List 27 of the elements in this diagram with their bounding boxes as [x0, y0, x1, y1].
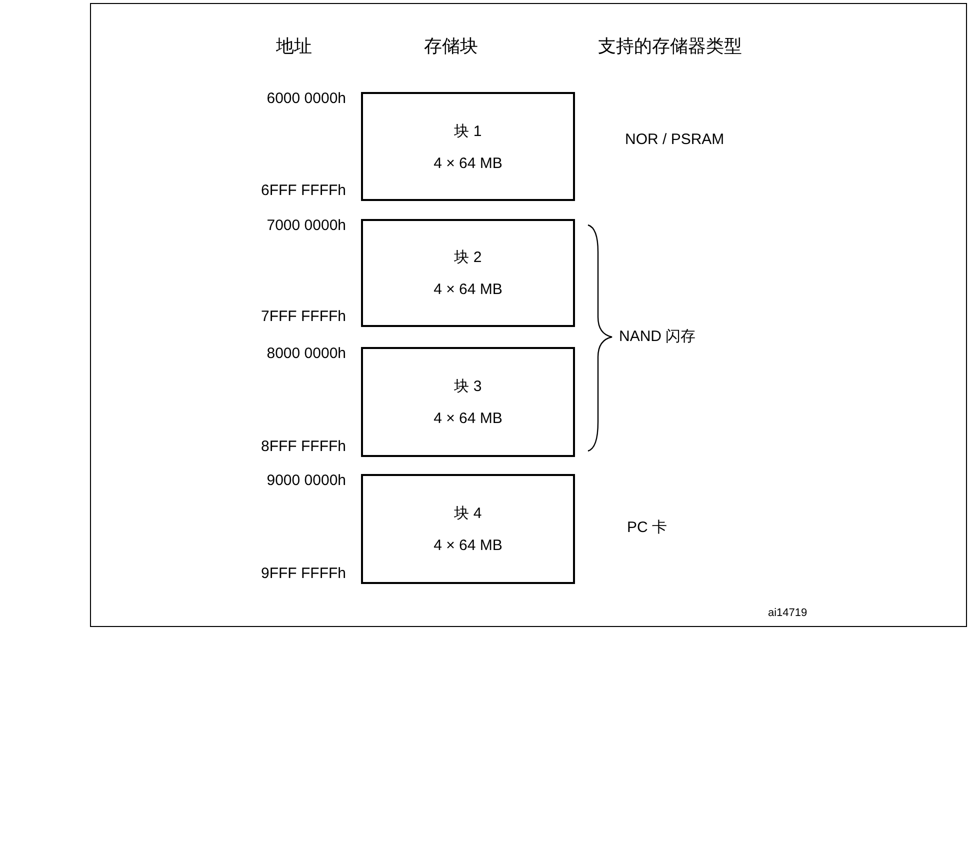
bank-size: 4 × 64 MB: [434, 537, 502, 554]
column-header: 支持的存储器类型: [598, 35, 742, 58]
bank-size: 4 × 64 MB: [434, 154, 502, 172]
start-address: 8000 0000h: [266, 345, 346, 362]
memory-bank-box: [361, 347, 575, 457]
column-header: 存储块: [424, 35, 478, 58]
bank-name: 块 1: [454, 122, 482, 140]
end-address: 9FFF FFFFh: [261, 565, 346, 582]
memory-type: PC 卡: [627, 518, 668, 537]
figure-id: ai14719: [768, 607, 808, 619]
bank-name: 块 4: [454, 504, 482, 523]
bank-size: 4 × 64 MB: [434, 410, 502, 427]
memory-type: NAND 闪存: [619, 327, 696, 346]
memory-bank-box: [361, 92, 575, 201]
start-address: 7000 0000h: [266, 217, 346, 234]
end-address: 6FFF FFFFh: [261, 182, 346, 199]
end-address: 7FFF FFFFh: [261, 308, 346, 325]
start-address: 9000 0000h: [266, 472, 346, 489]
bank-name: 块 3: [454, 377, 482, 396]
memory-bank-box: [361, 474, 575, 584]
start-address: 6000 0000h: [266, 90, 346, 107]
bank-name: 块 2: [454, 248, 482, 267]
memory-bank-box: [361, 219, 575, 327]
memory-type: NOR / PSRAM: [625, 131, 724, 148]
end-address: 8FFF FFFFh: [261, 438, 346, 455]
bank-size: 4 × 64 MB: [434, 281, 502, 298]
column-header: 地址: [276, 35, 312, 58]
